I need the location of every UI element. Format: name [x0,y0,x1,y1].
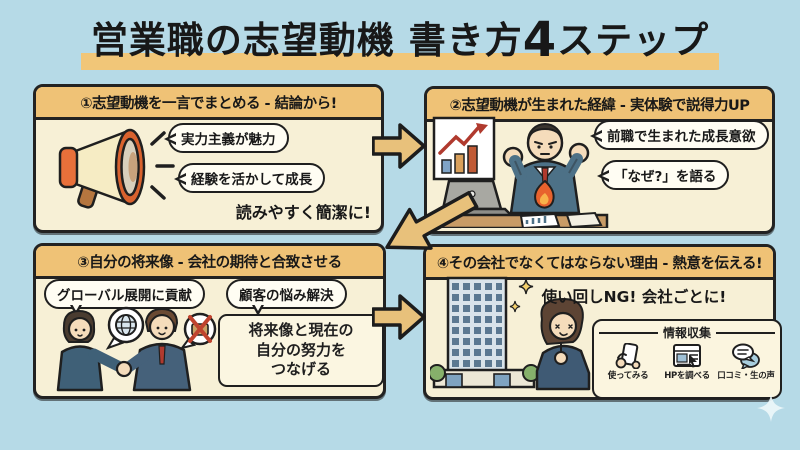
step3-note-line-2: 自分の努力を [255,340,346,359]
step2-bubble-2: 「なぜ?」を語る [596,160,730,190]
arrow-step2-to-step3-icon [385,191,479,250]
step3-note-line-1: 将来像と現在の [248,321,354,339]
website-cursor-icon [672,344,701,368]
info-box-title: 情報収集 [663,326,712,340]
chat-bubbles-icon [731,343,760,369]
title-number: 4 [522,12,558,68]
step4-header: ④その会社でなくてはならない理由 - 熱意を伝える! [426,247,773,280]
step2-header: ②志望動機が生まれた経緯 - 実体験で説得力UP [427,89,772,122]
arrow-step1-to-step2-icon [372,123,426,169]
divider [716,331,776,334]
step1-note: 読みやすく簡潔に! [235,203,371,222]
step3-bubble-2: 顧客の悩み解決 [226,279,347,316]
info-item-try-label: 使ってみる [607,371,649,381]
info-item-website: HPを調べる [658,343,716,381]
divider [599,331,658,334]
info-item-reviews-label: 口コミ・生の声 [717,371,775,381]
title-post: ステップ [557,19,710,62]
info-item-website-label: HPを調べる [664,371,710,381]
step1-header: ①志望動機を一言でまとめる - 結論から! [36,87,381,120]
arrow-step3-to-step4-icon [372,294,426,340]
step3-note-line-3: つなげる [270,360,331,378]
step3-header: ③自分の将来像 - 会社の期待と合致させる [36,246,383,279]
page-title-text: 営業職の志望動機 書き方4ステップ [80,8,720,70]
title-pre: 営業職の志望動機 書き方 [90,19,523,62]
building-admirer-illustration [430,276,591,391]
page-title: 営業職の志望動機 書き方4ステップ [0,8,800,70]
step1-panel: ①志望動機を一言でまとめる - 結論から! 実力主義が魅力 経験を活かして成長 … [33,84,384,233]
sparkle-icon [757,394,785,422]
info-box-items: 使ってみる HPを調べる [599,343,775,381]
handshake-illustration [56,306,217,392]
step3-panel: ③自分の将来像 - 会社の期待と合致させる グローバル展開に貢献 顧客の悩み解決 [33,243,386,399]
smartphone-hand-icon [615,343,641,369]
step4-note: 使い回しNG! 会社ごとに! [541,288,727,306]
step4-panel: ④その会社でなくてはならない理由 - 熱意を伝える! [423,244,782,400]
step1-bubble-1: 実力主義が魅力 [164,123,289,153]
research-info-box: 情報収集 使ってみる [592,319,782,399]
info-item-reviews: 口コミ・生の声 [717,343,775,381]
step3-note-box: 将来像と現在の 自分の努力を つなげる [218,314,384,387]
step2-panel: ②志望動機が生まれた経緯 - 実体験で説得力UP [424,86,775,234]
step1-bubble-2: 経験を活かして成長 [173,163,326,193]
info-box-title-row: 情報収集 [599,324,776,341]
megaphone-icon [58,128,175,209]
step2-bubble-1: 前職で生まれた成長意欲 [590,120,769,150]
info-item-try: 使ってみる [599,343,657,381]
